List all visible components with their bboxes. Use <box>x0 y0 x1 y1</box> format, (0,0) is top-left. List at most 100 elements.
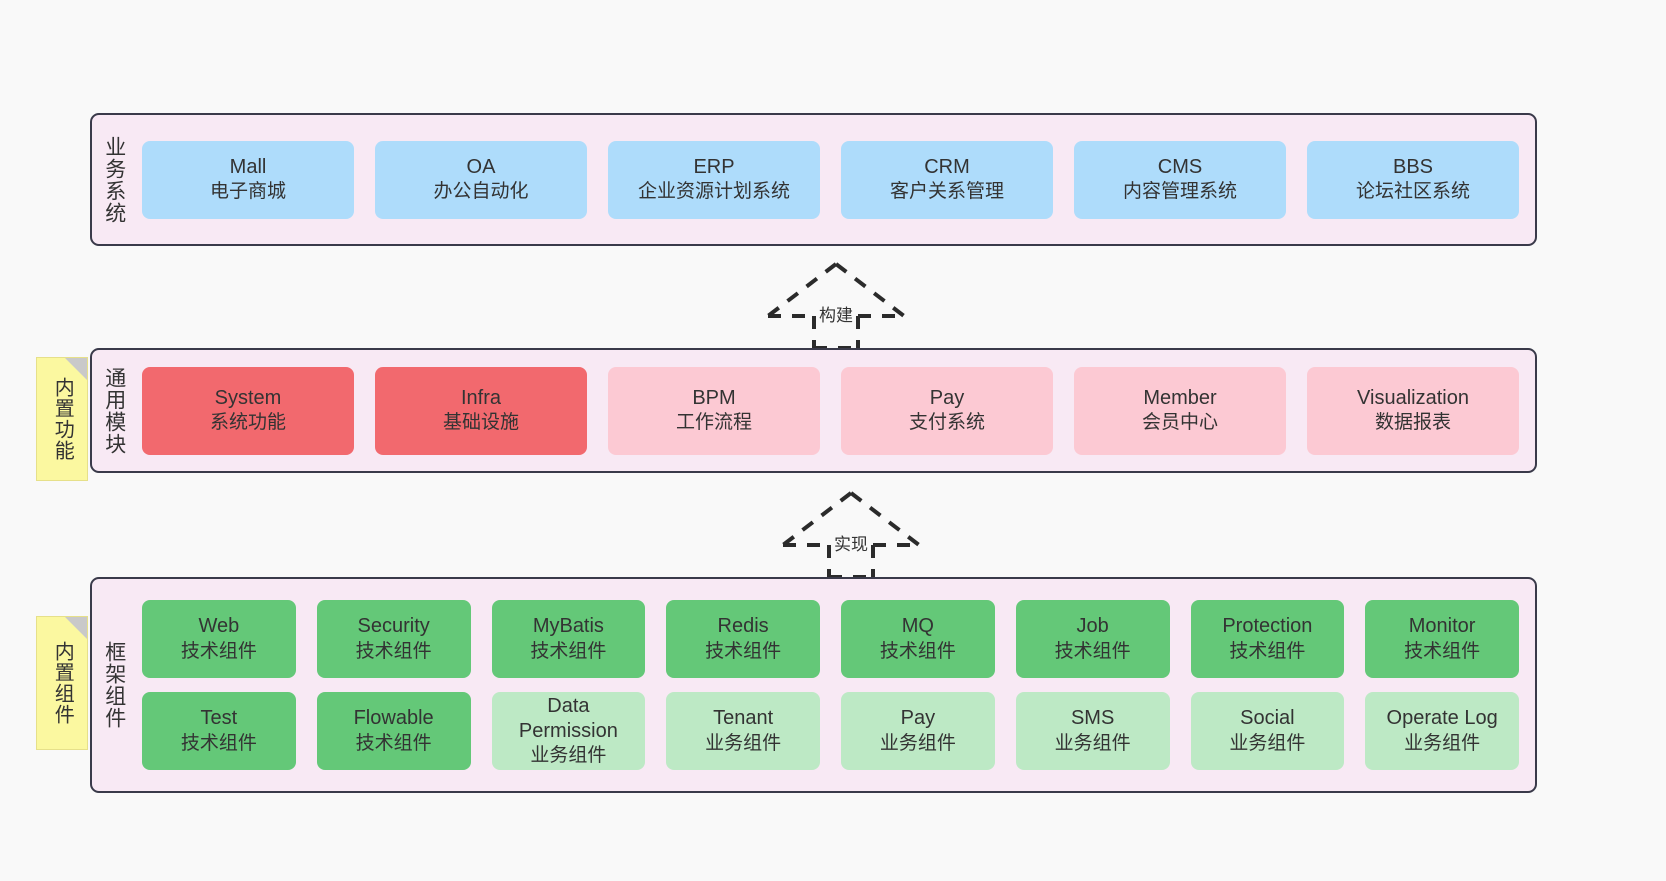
card-redis[interactable]: Redis 技术组件 <box>666 600 820 678</box>
card-pay-component-name: Pay <box>900 707 936 730</box>
card-security-name: Security <box>357 615 430 638</box>
card-social[interactable]: Social 业务组件 <box>1190 692 1345 770</box>
card-oa[interactable]: OA 办公自动化 <box>375 140 587 219</box>
layer-common-modules-label: 通用模块 <box>102 366 126 455</box>
layer-common-modules: 通用模块 System 系统功能 Infra 基础设施 BPM 工作流程 Pay… <box>90 348 1537 473</box>
card-flowable-name: Flowable <box>353 707 434 730</box>
card-crm-desc: 客户关系管理 <box>889 181 1004 203</box>
card-web[interactable]: Web 技术组件 <box>142 600 296 678</box>
card-sms-desc: 业务组件 <box>1054 732 1131 754</box>
framework-components-row-1: Web 技术组件 Security 技术组件 MyBatis 技术组件 Redi… <box>142 600 1519 678</box>
framework-components-row-2: Test 技术组件 Flowable 技术组件 Data Permission … <box>142 692 1519 770</box>
card-pay-module[interactable]: Pay 支付系统 <box>841 366 1053 455</box>
card-tenant-name: Tenant <box>713 707 774 730</box>
card-monitor-name: Monitor <box>1408 615 1476 638</box>
note-fold-icon <box>65 358 87 380</box>
card-visualization-desc: 数据报表 <box>1374 412 1451 434</box>
layer-common-modules-body: System 系统功能 Infra 基础设施 BPM 工作流程 Pay 支付系统… <box>136 350 1535 471</box>
card-bpm-name: BPM <box>692 386 736 409</box>
layer-business-systems-body: Mall 电子商城 OA 办公自动化 ERP 企业资源计划系统 CRM 客户关系… <box>136 115 1535 244</box>
card-data-permission[interactable]: Data Permission 业务组件 <box>491 692 646 770</box>
card-security[interactable]: Security 技术组件 <box>316 600 471 678</box>
card-crm-name: CRM <box>924 155 970 178</box>
card-system-name: System <box>214 386 282 409</box>
card-mq[interactable]: MQ 技术组件 <box>841 600 995 678</box>
card-protection-name: Protection <box>1222 615 1313 638</box>
note-builtin-components: 内置组件 <box>36 616 88 750</box>
card-sms-name: SMS <box>1070 707 1115 730</box>
card-test-desc: 技术组件 <box>180 732 257 754</box>
card-cms[interactable]: CMS 内容管理系统 <box>1074 140 1286 219</box>
card-pay-component-desc: 业务组件 <box>879 732 956 754</box>
card-protection-desc: 技术组件 <box>1229 640 1306 662</box>
card-member-name: Member <box>1143 386 1217 409</box>
card-infra[interactable]: Infra 基础设施 <box>375 366 587 455</box>
card-bpm-desc: 工作流程 <box>675 412 752 434</box>
card-operate-log[interactable]: Operate Log 业务组件 <box>1365 692 1519 770</box>
card-flowable[interactable]: Flowable 技术组件 <box>316 692 471 770</box>
card-erp[interactable]: ERP 企业资源计划系统 <box>608 140 820 219</box>
note-fold-icon <box>65 617 87 639</box>
card-member-desc: 会员中心 <box>1141 412 1218 434</box>
card-cms-name: CMS <box>1157 155 1203 178</box>
card-tenant[interactable]: Tenant 业务组件 <box>666 692 820 770</box>
card-job[interactable]: Job 技术组件 <box>1015 600 1170 678</box>
layer-framework-components-body: Web 技术组件 Security 技术组件 MyBatis 技术组件 Redi… <box>136 579 1535 791</box>
card-pay-module-desc: 支付系统 <box>908 412 985 434</box>
card-bpm[interactable]: BPM 工作流程 <box>608 366 820 455</box>
card-monitor-desc: 技术组件 <box>1404 640 1481 662</box>
card-infra-desc: 基础设施 <box>442 412 519 434</box>
card-system-desc: 系统功能 <box>209 412 286 434</box>
card-mq-desc: 技术组件 <box>879 640 956 662</box>
connector-implement-label: 实现 <box>834 535 868 554</box>
card-flowable-desc: 技术组件 <box>355 732 432 754</box>
card-pay-module-name: Pay <box>929 386 965 409</box>
card-infra-name: Infra <box>460 386 502 409</box>
card-erp-name: ERP <box>693 155 735 178</box>
card-test-name: Test <box>200 707 238 730</box>
card-mall[interactable]: Mall 电子商城 <box>142 140 354 219</box>
card-bbs-name: BBS <box>1392 155 1434 178</box>
card-job-name: Job <box>1076 615 1109 638</box>
card-data-permission-desc: 业务组件 <box>530 745 607 767</box>
card-protection[interactable]: Protection 技术组件 <box>1190 600 1345 678</box>
card-redis-desc: 技术组件 <box>705 640 782 662</box>
card-visualization-name: Visualization <box>1357 386 1469 409</box>
card-test[interactable]: Test 技术组件 <box>142 692 296 770</box>
card-social-desc: 业务组件 <box>1229 732 1306 754</box>
card-mq-name: MQ <box>901 615 934 638</box>
card-oa-desc: 办公自动化 <box>433 181 529 203</box>
card-job-desc: 技术组件 <box>1054 640 1131 662</box>
layer-framework-components-label: 框架组件 <box>102 641 126 729</box>
connector-build-label: 构建 <box>819 306 853 325</box>
card-operate-log-name: Operate Log <box>1386 707 1498 730</box>
common-modules-row: System 系统功能 Infra 基础设施 BPM 工作流程 Pay 支付系统… <box>142 366 1519 455</box>
card-security-desc: 技术组件 <box>355 640 432 662</box>
card-member[interactable]: Member 会员中心 <box>1074 366 1286 455</box>
card-erp-desc: 企业资源计划系统 <box>637 181 790 203</box>
layer-business-systems-label: 业务系统 <box>102 135 126 224</box>
card-mybatis[interactable]: MyBatis 技术组件 <box>491 600 646 678</box>
card-redis-name: Redis <box>717 615 769 638</box>
card-tenant-desc: 业务组件 <box>705 732 782 754</box>
note-builtin-features-label: 内置功能 <box>51 377 74 461</box>
card-mybatis-desc: 技术组件 <box>530 640 607 662</box>
card-sms[interactable]: SMS 业务组件 <box>1015 692 1170 770</box>
card-oa-name: OA <box>466 155 496 178</box>
card-operate-log-desc: 业务组件 <box>1404 732 1481 754</box>
connector-build: 构建 <box>756 258 916 350</box>
card-bbs[interactable]: BBS 论坛社区系统 <box>1307 140 1519 219</box>
card-visualization[interactable]: Visualization 数据报表 <box>1307 366 1519 455</box>
card-crm[interactable]: CRM 客户关系管理 <box>841 140 1053 219</box>
card-pay-component[interactable]: Pay 业务组件 <box>841 692 995 770</box>
card-monitor[interactable]: Monitor 技术组件 <box>1365 600 1519 678</box>
card-system[interactable]: System 系统功能 <box>142 366 354 455</box>
card-cms-desc: 内容管理系统 <box>1122 181 1237 203</box>
card-web-name: Web <box>198 615 240 638</box>
note-builtin-features: 内置功能 <box>36 357 88 481</box>
card-bbs-desc: 论坛社区系统 <box>1355 181 1470 203</box>
layer-framework-components: 框架组件 Web 技术组件 Security 技术组件 MyBatis 技术组件… <box>90 577 1537 793</box>
card-mall-name: Mall <box>229 155 267 178</box>
business-systems-row: Mall 电子商城 OA 办公自动化 ERP 企业资源计划系统 CRM 客户关系… <box>142 140 1519 219</box>
